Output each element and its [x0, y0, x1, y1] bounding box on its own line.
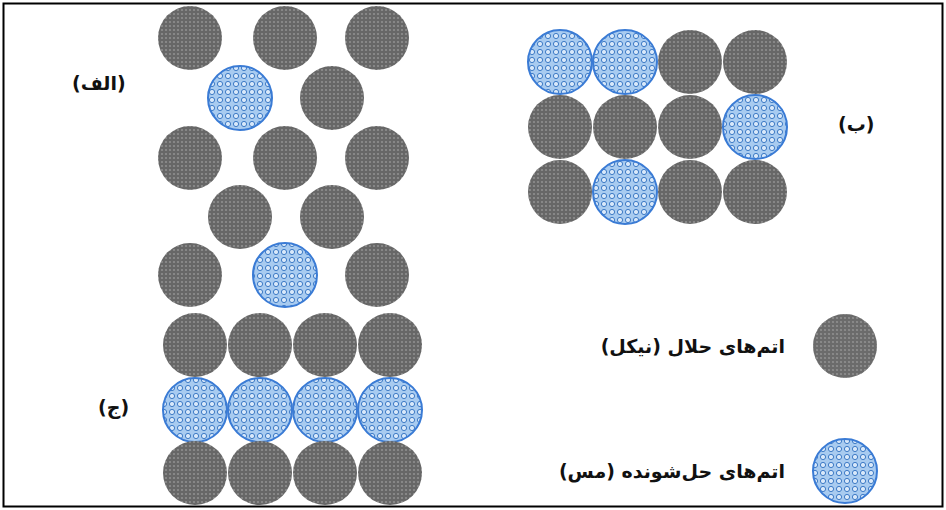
legend-swatch-box [811, 312, 879, 380]
copper-atom [293, 378, 357, 442]
nickel-atom [300, 66, 364, 130]
nickel-atom [528, 95, 592, 159]
copper-atom [228, 378, 292, 442]
copper-atom [163, 378, 227, 442]
nickel-atom [300, 185, 364, 249]
nickel-atom [253, 6, 317, 70]
legend-item: اتم‌های حلال (نیکل) [601, 312, 879, 380]
swatch-texture [813, 314, 877, 378]
panel-label: (ب) [838, 113, 874, 135]
copper-atom [208, 66, 272, 130]
nickel-atom [253, 126, 317, 190]
nickel-atom [658, 30, 722, 94]
nickel-atom [358, 441, 422, 505]
copper-atom [528, 30, 592, 94]
legend-swatch [813, 314, 877, 378]
nickel-atom [158, 126, 222, 190]
legend-text: اتم‌های حل‌شونده (مس) [559, 460, 785, 482]
nickel-atom [723, 30, 787, 94]
copper-atom [593, 30, 657, 94]
copper-atom [253, 243, 317, 307]
swatch-texture [813, 439, 877, 503]
copper-atom [593, 160, 657, 224]
nickel-atom [358, 313, 422, 377]
nickel-atom [228, 313, 292, 377]
nickel-atom [158, 6, 222, 70]
nickel-atom [293, 313, 357, 377]
nickel-atom [593, 95, 657, 159]
nickel-atom [658, 160, 722, 224]
copper-atom [358, 378, 422, 442]
legend-text: اتم‌های حلال (نیکل) [601, 335, 785, 357]
legend-swatch-box [811, 437, 879, 505]
frame [4, 4, 943, 507]
legend-swatch [813, 439, 877, 503]
legend-item: اتم‌های حل‌شونده (مس) [559, 437, 879, 505]
panel-label: (الف) [72, 72, 126, 94]
nickel-atom [345, 243, 409, 307]
nickel-atom [158, 243, 222, 307]
nickel-atom [293, 441, 357, 505]
nickel-atom [658, 95, 722, 159]
panel-label: (ج) [98, 396, 129, 418]
nickel-atom [163, 313, 227, 377]
nickel-atom [163, 441, 227, 505]
nickel-atom [228, 441, 292, 505]
nickel-atom [208, 185, 272, 249]
nickel-atom [345, 6, 409, 70]
nickel-atom [528, 160, 592, 224]
copper-atom [723, 95, 787, 159]
nickel-atom [345, 126, 409, 190]
nickel-atom [723, 160, 787, 224]
